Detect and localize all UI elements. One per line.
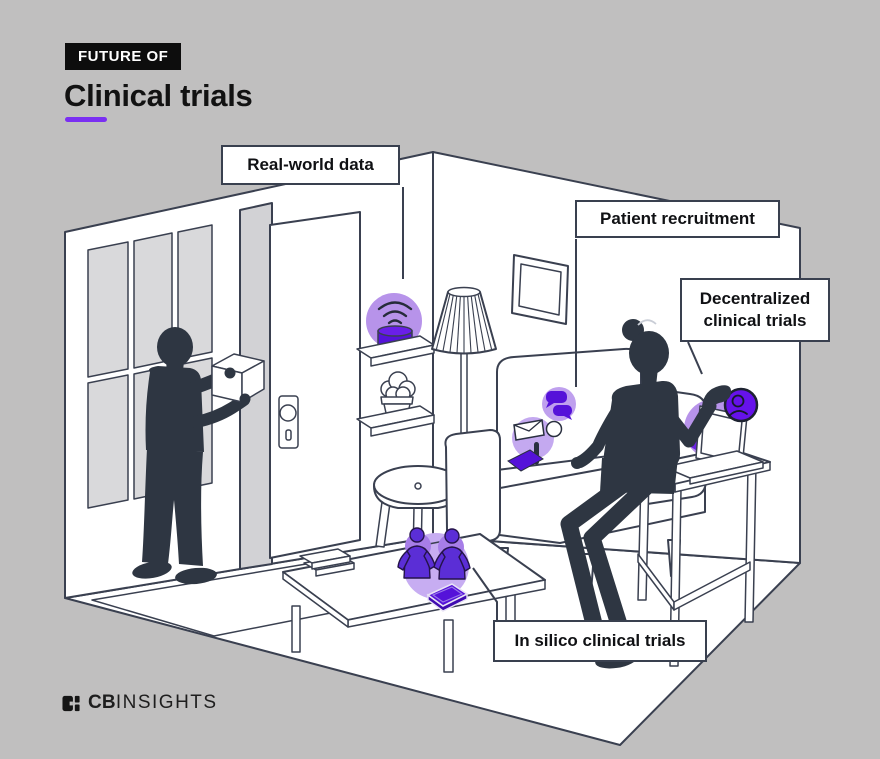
laptop bbox=[663, 405, 764, 485]
reminder-icon bbox=[545, 420, 563, 438]
callout-decentralized-clinical-trials: Decentralized clinical trials bbox=[680, 278, 830, 342]
doctor-video-call-icon bbox=[723, 387, 759, 423]
cbinsights-logo-icon bbox=[62, 695, 80, 711]
kicker-badge: FUTURE OF bbox=[65, 43, 182, 70]
title-underline bbox=[65, 117, 107, 122]
brand-text-bold: CB bbox=[88, 692, 116, 713]
smartphone-icon bbox=[507, 449, 544, 472]
leader-lines bbox=[402, 187, 703, 621]
seated-patient bbox=[560, 319, 732, 669]
tablet-icon bbox=[426, 583, 469, 612]
leader-decentralized bbox=[687, 341, 703, 375]
delivery-person bbox=[132, 327, 265, 585]
picture-frame bbox=[511, 254, 569, 325]
callout-in-silico-clinical-trials: In silico clinical trials bbox=[493, 620, 707, 662]
door-knob bbox=[278, 395, 299, 449]
virtual-patients-icon bbox=[397, 527, 471, 612]
callout-patient-recruitment: Patient recruitment bbox=[575, 200, 780, 238]
brand-logo: CBINSIGHTS bbox=[62, 692, 218, 714]
envelope-icon bbox=[513, 419, 545, 441]
leader-in-silico bbox=[472, 567, 498, 621]
callout-real-world-data: Real-world data bbox=[221, 145, 400, 185]
chat-bubbles-icon bbox=[542, 387, 576, 421]
health-notifications bbox=[507, 417, 563, 472]
brand-text-regular: INSIGHTS bbox=[115, 692, 218, 713]
wall-shelves bbox=[356, 293, 435, 437]
books bbox=[299, 548, 355, 577]
page-title: Clinical trials bbox=[64, 78, 253, 113]
wifi-icon bbox=[377, 301, 413, 325]
stool bbox=[373, 465, 463, 559]
